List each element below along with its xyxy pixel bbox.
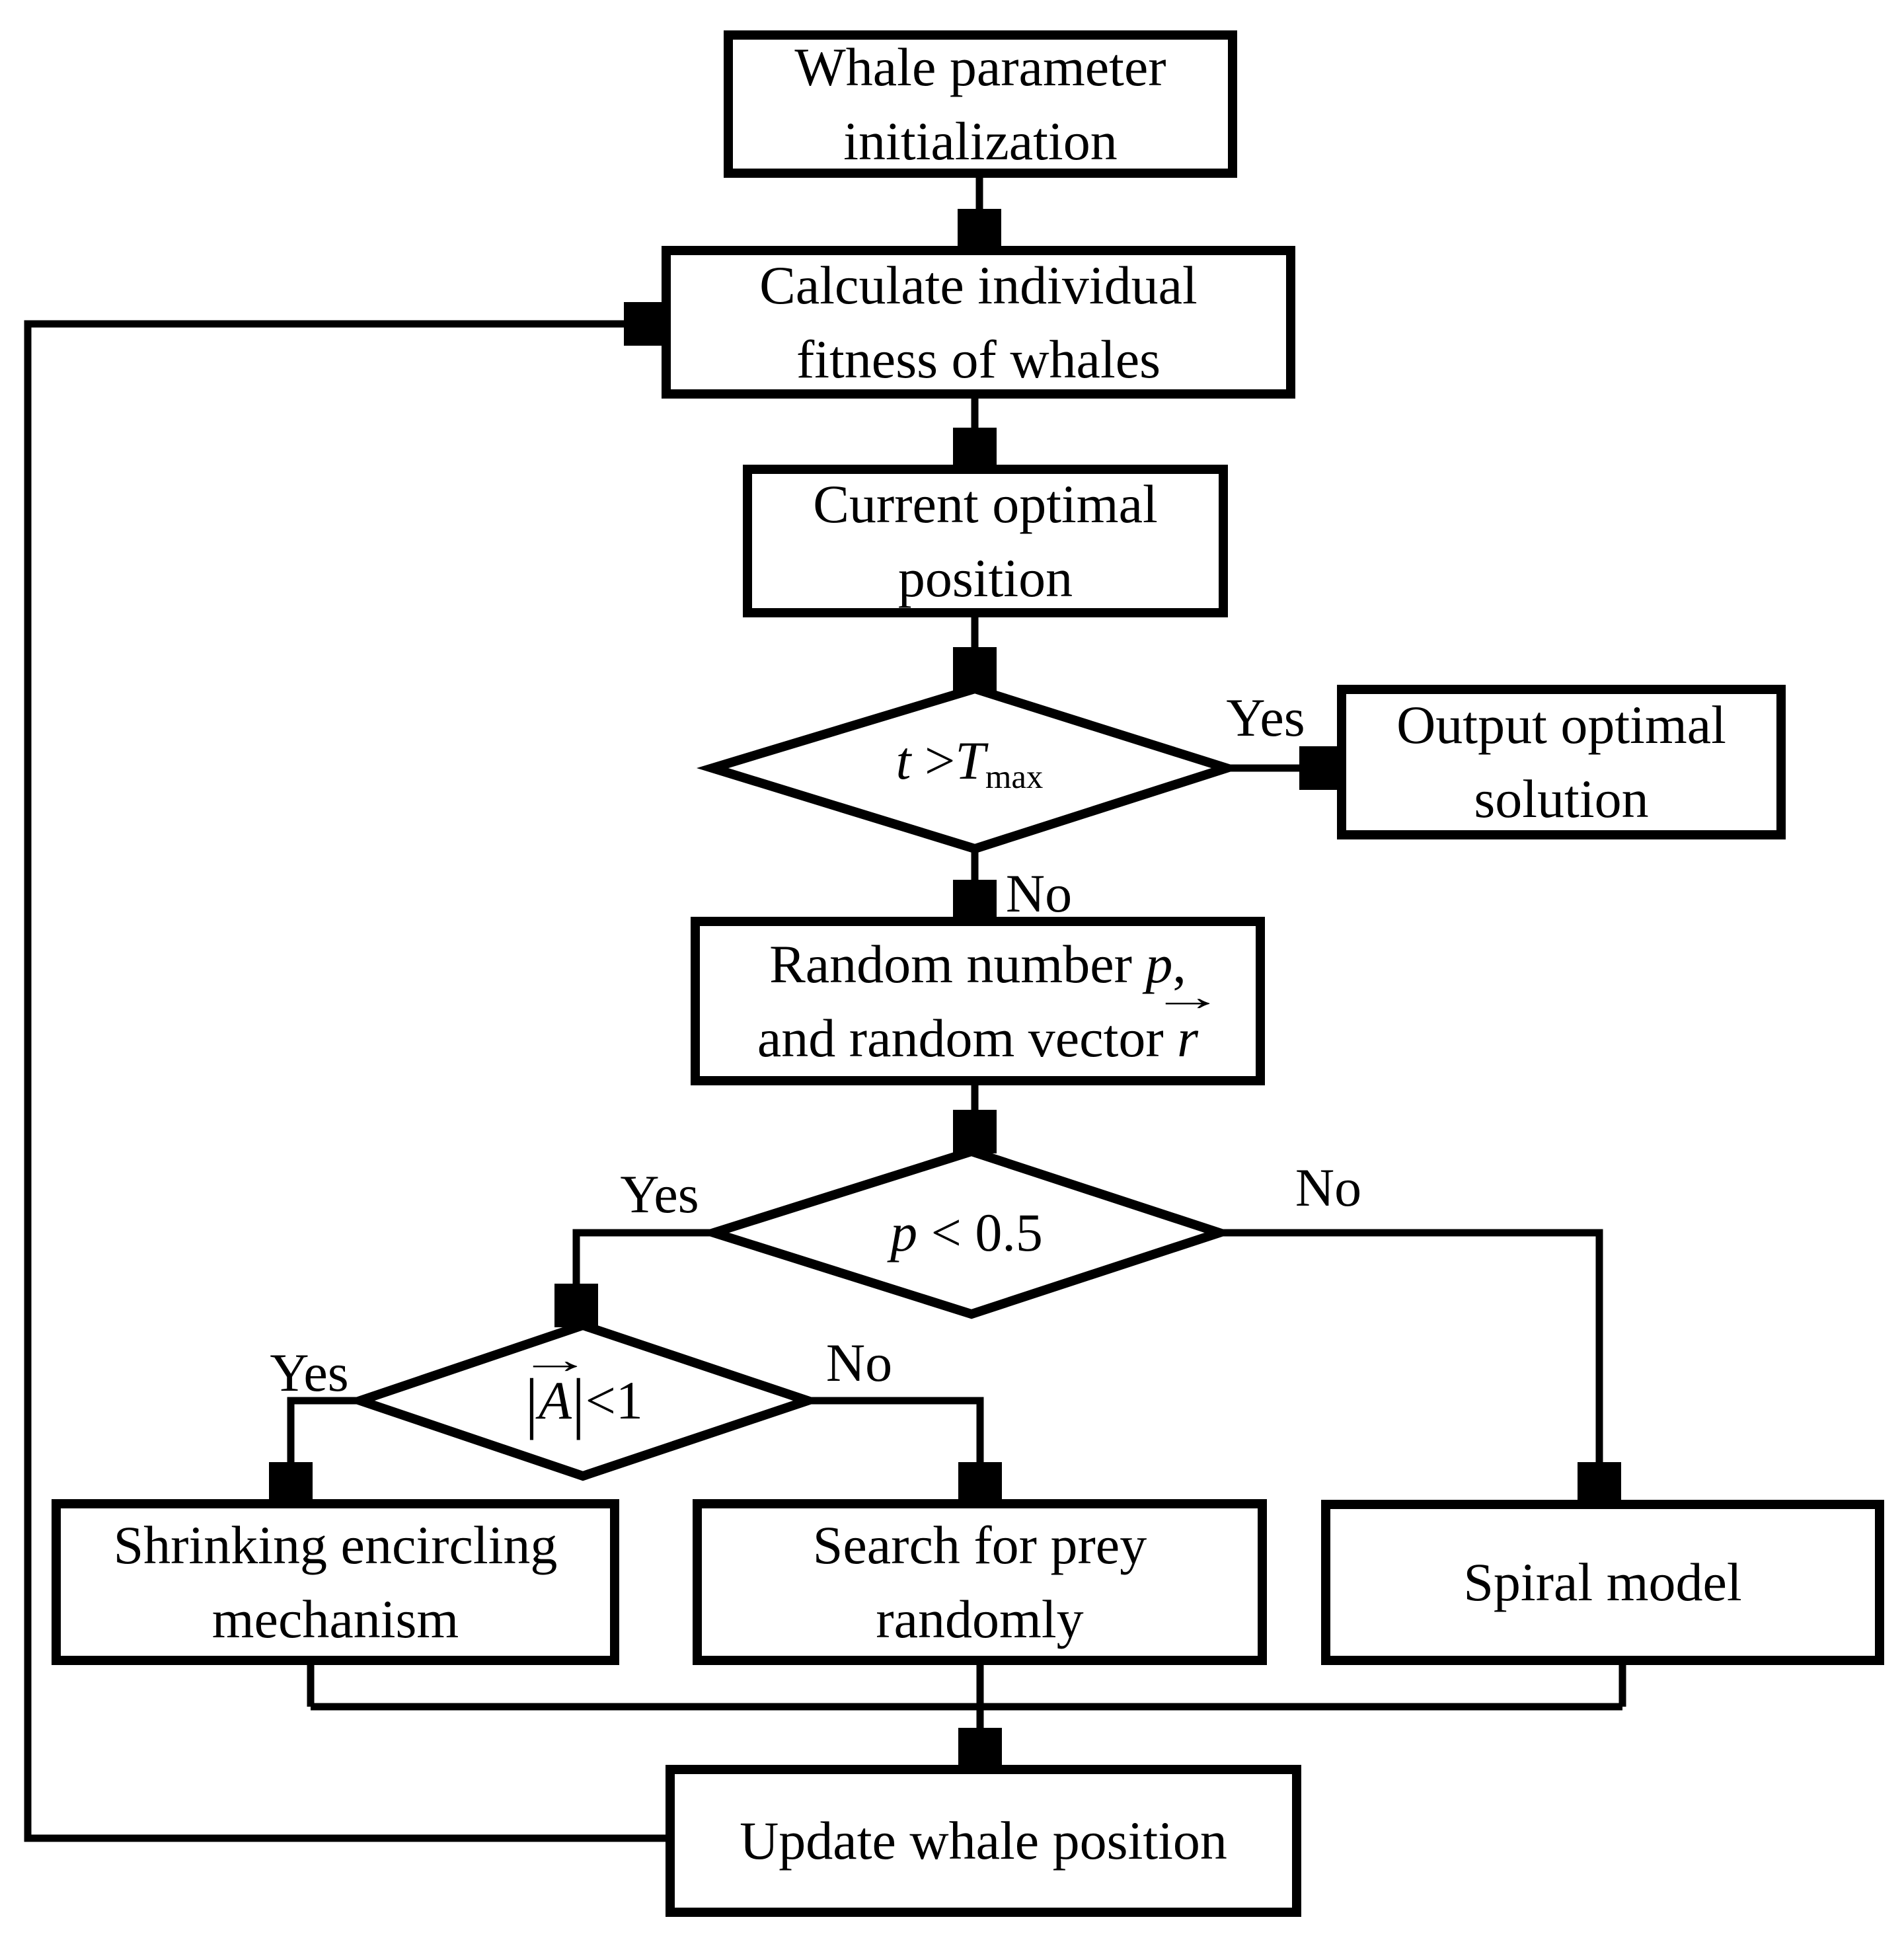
- edge-a-no-to-search: [808, 1397, 980, 1499]
- vector-arrow-icon: →: [517, 1337, 592, 1381]
- node-random-label: Random number p, and random vector →r: [695, 921, 1260, 1081]
- node-a-check-diamond: [346, 1320, 823, 1481]
- node-shrink-box: [52, 1499, 619, 1665]
- node-spiral-box: [1321, 1500, 1884, 1665]
- node-iteration-check-label: t >Tmax: [895, 730, 1044, 796]
- node-spiral-label: Spiral model: [1463, 1552, 1742, 1612]
- edge-a-yes-to-shrink: [291, 1397, 360, 1499]
- label-a-no: No: [825, 1333, 893, 1393]
- node-shrink-label: Shrinking encircling mechanism: [113, 1514, 558, 1649]
- vector-A: →A: [517, 1337, 592, 1430]
- edge-update-feedback-to-fitness: [24, 324, 670, 1842]
- node-output-box: [1337, 685, 1786, 839]
- node-update-label: Update whale position: [740, 1810, 1227, 1871]
- label-p-yes: Yes: [620, 1164, 699, 1224]
- vector-arrow-icon: →: [1151, 975, 1225, 1019]
- vector-r: →r: [1151, 975, 1225, 1068]
- label-iteration-no: No: [1005, 863, 1073, 923]
- node-a-check-label: |→A|<1: [517, 1337, 643, 1441]
- node-fitness-label: Calculate individual fitness of whales: [759, 254, 1198, 389]
- node-p-check-diamond: [698, 1146, 1235, 1319]
- node-current-optimal-label: Current optimal position: [813, 473, 1158, 608]
- node-init-label: Whale parameter initialization: [794, 36, 1166, 171]
- edge-p-no-to-spiral: [1219, 1229, 1599, 1499]
- label-iteration-yes: Yes: [1226, 687, 1305, 748]
- edge-p-yes-to-a-check: [576, 1229, 714, 1321]
- label-p-no: No: [1295, 1157, 1362, 1218]
- node-p-check-label: p < 0.5: [890, 1202, 1043, 1262]
- label-a-yes: Yes: [270, 1342, 349, 1403]
- node-search-label: Search for prey randomly: [812, 1514, 1147, 1649]
- node-output-label: Output optimal solution: [1396, 695, 1726, 829]
